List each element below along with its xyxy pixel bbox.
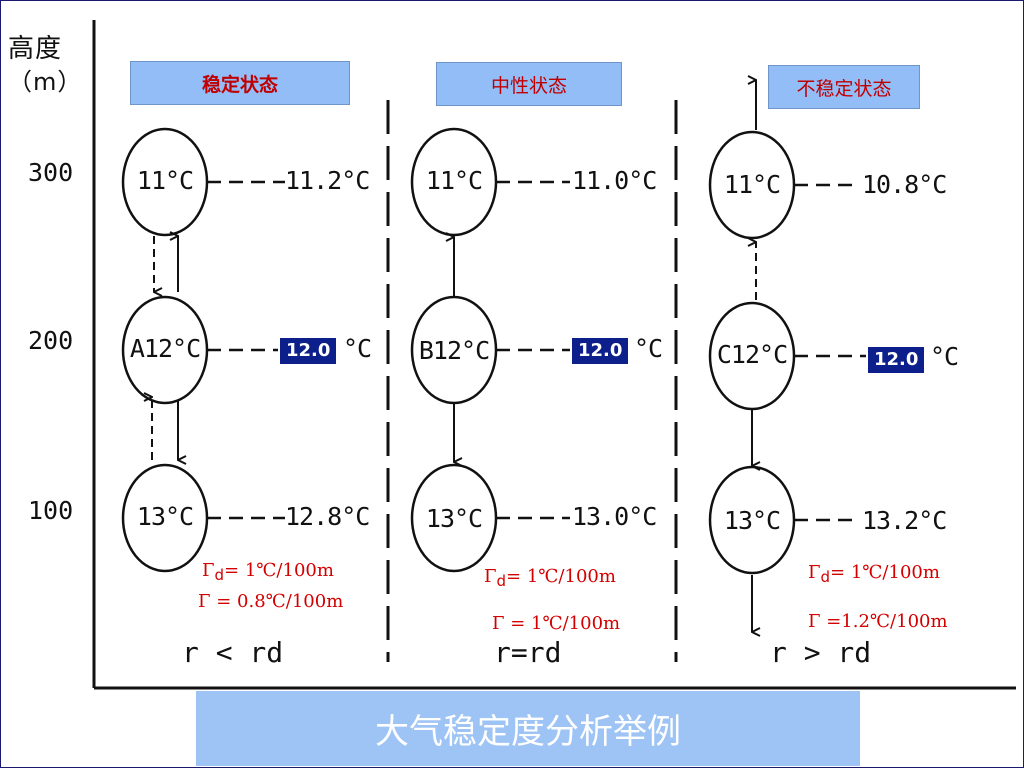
formula-gamma-d: Γd= 1℃/100m	[202, 560, 334, 584]
column-neutral	[410, 127, 570, 573]
column-unstable	[708, 80, 866, 632]
parcel-label: 11°C	[425, 166, 483, 195]
env-temp-top: 11.0°C	[572, 166, 657, 195]
y-axis-unit: （m）	[8, 68, 83, 96]
formula-gamma-d: Γd= 1℃/100m	[808, 562, 940, 586]
env-temp-mid-unit: °C	[634, 334, 663, 363]
state-title-neutral: 中性状态	[436, 62, 622, 106]
formula-gamma: Γ = 0.8℃/100m	[198, 591, 344, 612]
parcel-label: B12°C	[418, 336, 490, 365]
env-temp-mid-badge: 12.0	[868, 347, 925, 373]
env-temp-top: 10.8°C	[862, 170, 947, 199]
parcel-label: 11°C	[723, 170, 781, 199]
parcel-label: 11°C	[136, 166, 194, 195]
env-temp-top: 11.2°C	[285, 166, 370, 195]
y-tick-300: 300	[28, 158, 74, 187]
env-temp-mid-unit: °C	[930, 342, 959, 371]
env-temp-bottom: 12.8°C	[285, 502, 370, 531]
state-title-stable: 稳定状态	[130, 61, 350, 105]
parcel-label: C12°C	[716, 340, 788, 369]
parcel-label: 13°C	[723, 506, 781, 535]
condition-unstable: r > rd	[770, 636, 872, 669]
formula-gamma: Γ = 1℃/100m	[492, 613, 621, 634]
formula-gamma: Γ =1.2℃/100m	[808, 611, 948, 632]
formula-gamma-d: Γd= 1℃/100m	[484, 566, 616, 590]
y-tick-100: 100	[28, 496, 74, 525]
env-temp-bottom: 13.2°C	[862, 506, 947, 535]
env-temp-mid-badge: 12.0	[280, 338, 337, 364]
state-title-unstable: 不稳定状态	[768, 65, 920, 109]
env-temp-bottom: 13.0°C	[572, 502, 657, 531]
env-temp-mid-badge: 12.0	[572, 338, 629, 364]
parcel-label: 13°C	[136, 502, 194, 531]
condition-neutral: r=rd	[494, 636, 562, 669]
slide-title: 大气稳定度分析举例	[196, 691, 860, 766]
column-stable	[121, 127, 285, 573]
parcel-label: A12°C	[129, 334, 201, 363]
condition-stable: r < rd	[182, 636, 284, 669]
parcel-label: 13°C	[425, 504, 483, 533]
env-temp-mid-unit: °C	[343, 334, 372, 363]
y-tick-200: 200	[28, 326, 74, 355]
y-axis-title: 高度	[8, 34, 63, 64]
